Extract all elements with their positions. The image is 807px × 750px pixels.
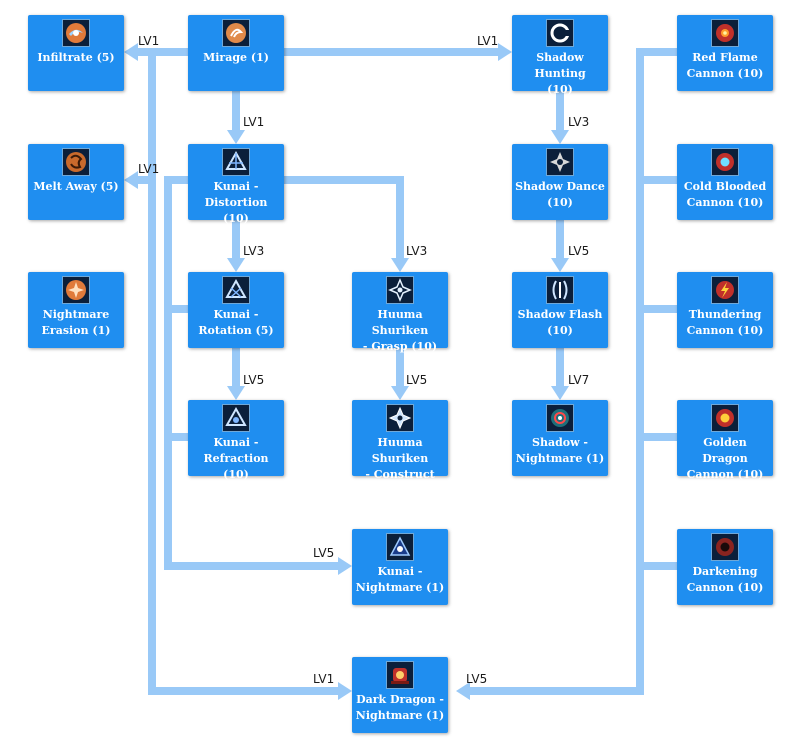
req-dark-dragon-left: LV1 xyxy=(313,672,335,686)
skill-label: Golden Dragon Cannon (10) xyxy=(686,436,764,481)
skill-node-infiltrate[interactable]: Infiltrate (5) xyxy=(28,15,124,91)
skill-label: Kunai - Distortion (10) xyxy=(204,180,268,225)
skill-label: Red Flame Cannon (10) xyxy=(686,51,764,80)
skill-node-mirage[interactable]: Mirage (1) xyxy=(188,15,284,91)
kunai-icon xyxy=(222,148,250,176)
req-hunting-dance: LV3 xyxy=(568,115,590,129)
skill-label: Thundering Cannon (10) xyxy=(686,308,764,337)
skill-label: Nightmare Erasion (1) xyxy=(41,308,111,337)
req-flash-nightmare: LV7 xyxy=(568,373,590,387)
req-dance-flash: LV5 xyxy=(568,244,590,258)
skill-node-kunai-distortion[interactable]: Kunai - Distortion (10) xyxy=(188,144,284,225)
dance-icon xyxy=(546,148,574,176)
skill-label: Kunai - Refraction (10) xyxy=(203,436,269,481)
skill-label: Huuma Shuriken - Grasp (10) xyxy=(362,308,438,353)
kunai-icon xyxy=(222,276,250,304)
req-mirage-kunai-distortion: LV1 xyxy=(243,115,265,129)
shuriken-icon xyxy=(386,276,414,304)
skill-label: Infiltrate (5) xyxy=(37,51,115,64)
skill-node-kunai-nightmare[interactable]: Kunai - Nightmare (1) xyxy=(352,529,448,605)
skill-node-kunai-refraction[interactable]: Kunai - Refraction (10) xyxy=(188,400,284,481)
kunai-icon xyxy=(386,533,414,561)
skill-node-thundering-cannon[interactable]: Thundering Cannon (10) xyxy=(677,272,773,348)
eye-icon xyxy=(546,404,574,432)
req-rotation-refraction: LV5 xyxy=(243,373,265,387)
req-mirage-shadow-hunting: LV1 xyxy=(477,34,499,48)
skill-label: Kunai - Rotation (5) xyxy=(198,308,274,337)
skill-label: Shadow - Nightmare (1) xyxy=(515,436,605,465)
skill-label: Dark Dragon - Nightmare (1) xyxy=(355,693,445,722)
skill-node-huuma-shuriken-construct[interactable]: Huuma Shuriken - Construct (10) xyxy=(352,400,448,497)
skill-label: Shadow Flash (10) xyxy=(517,308,603,337)
flash-icon xyxy=(546,276,574,304)
skill-label: Kunai - Nightmare (1) xyxy=(355,565,445,594)
skill-node-darkening-cannon[interactable]: Darkening Cannon (10) xyxy=(677,529,773,605)
skill-node-shadow-flash[interactable]: Shadow Flash (10) xyxy=(512,272,608,348)
skill-node-shadow-dance[interactable]: Shadow Dance (10) xyxy=(512,144,608,220)
swirl-icon xyxy=(62,19,90,47)
skill-node-kunai-rotation[interactable]: Kunai - Rotation (5) xyxy=(188,272,284,348)
skill-node-red-flame-cannon[interactable]: Red Flame Cannon (10) xyxy=(677,15,773,91)
req-melt-away: LV1 xyxy=(138,162,160,176)
skill-label: Shadow Dance (10) xyxy=(515,180,605,209)
skill-node-dark-dragon-nightmare[interactable]: Dark Dragon - Nightmare (1) xyxy=(352,657,448,733)
skill-label: Melt Away (5) xyxy=(33,180,119,193)
req-distortion-grasp: LV3 xyxy=(406,244,428,258)
skill-label: Huuma Shuriken - Construct (10) xyxy=(365,436,435,497)
skill-node-melt-away[interactable]: Melt Away (5) xyxy=(28,144,124,220)
ice-cannon-icon xyxy=(711,148,739,176)
skill-node-nightmare-erasion[interactable]: Nightmare Erasion (1) xyxy=(28,272,124,348)
skill-node-cold-blooded-cannon[interactable]: Cold Blooded Cannon (10) xyxy=(677,144,773,220)
skill-label: Cold Blooded Cannon (10) xyxy=(683,180,767,209)
kunai-icon xyxy=(222,404,250,432)
dark-cannon-icon xyxy=(711,533,739,561)
crescent-icon xyxy=(546,19,574,47)
req-mirage-infiltrate: LV1 xyxy=(138,34,160,48)
skill-node-shadow-nightmare[interactable]: Shadow - Nightmare (1) xyxy=(512,400,608,476)
flame-cannon-icon xyxy=(711,19,739,47)
skill-label: Mirage (1) xyxy=(203,51,269,64)
dragon-icon xyxy=(386,661,414,689)
mirage-icon xyxy=(222,19,250,47)
skill-label: Darkening Cannon (10) xyxy=(686,565,764,594)
skill-node-huuma-shuriken-grasp[interactable]: Huuma Shuriken - Grasp (10) xyxy=(352,272,448,353)
thunder-cannon-icon xyxy=(711,276,739,304)
req-dark-dragon-right: LV5 xyxy=(466,672,488,686)
skill-node-golden-dragon-cannon[interactable]: Golden Dragon Cannon (10) xyxy=(677,400,773,481)
shuriken-icon xyxy=(386,404,414,432)
req-kunai-nightmare: LV5 xyxy=(313,546,335,560)
req-distortion-rotation: LV3 xyxy=(243,244,265,258)
req-grasp-construct: LV5 xyxy=(406,373,428,387)
skill-node-shadow-hunting[interactable]: Shadow Hunting (10) xyxy=(512,15,608,96)
skill-label: Shadow Hunting (10) xyxy=(534,51,586,96)
gold-cannon-icon xyxy=(711,404,739,432)
star-icon xyxy=(62,276,90,304)
melt-icon xyxy=(62,148,90,176)
